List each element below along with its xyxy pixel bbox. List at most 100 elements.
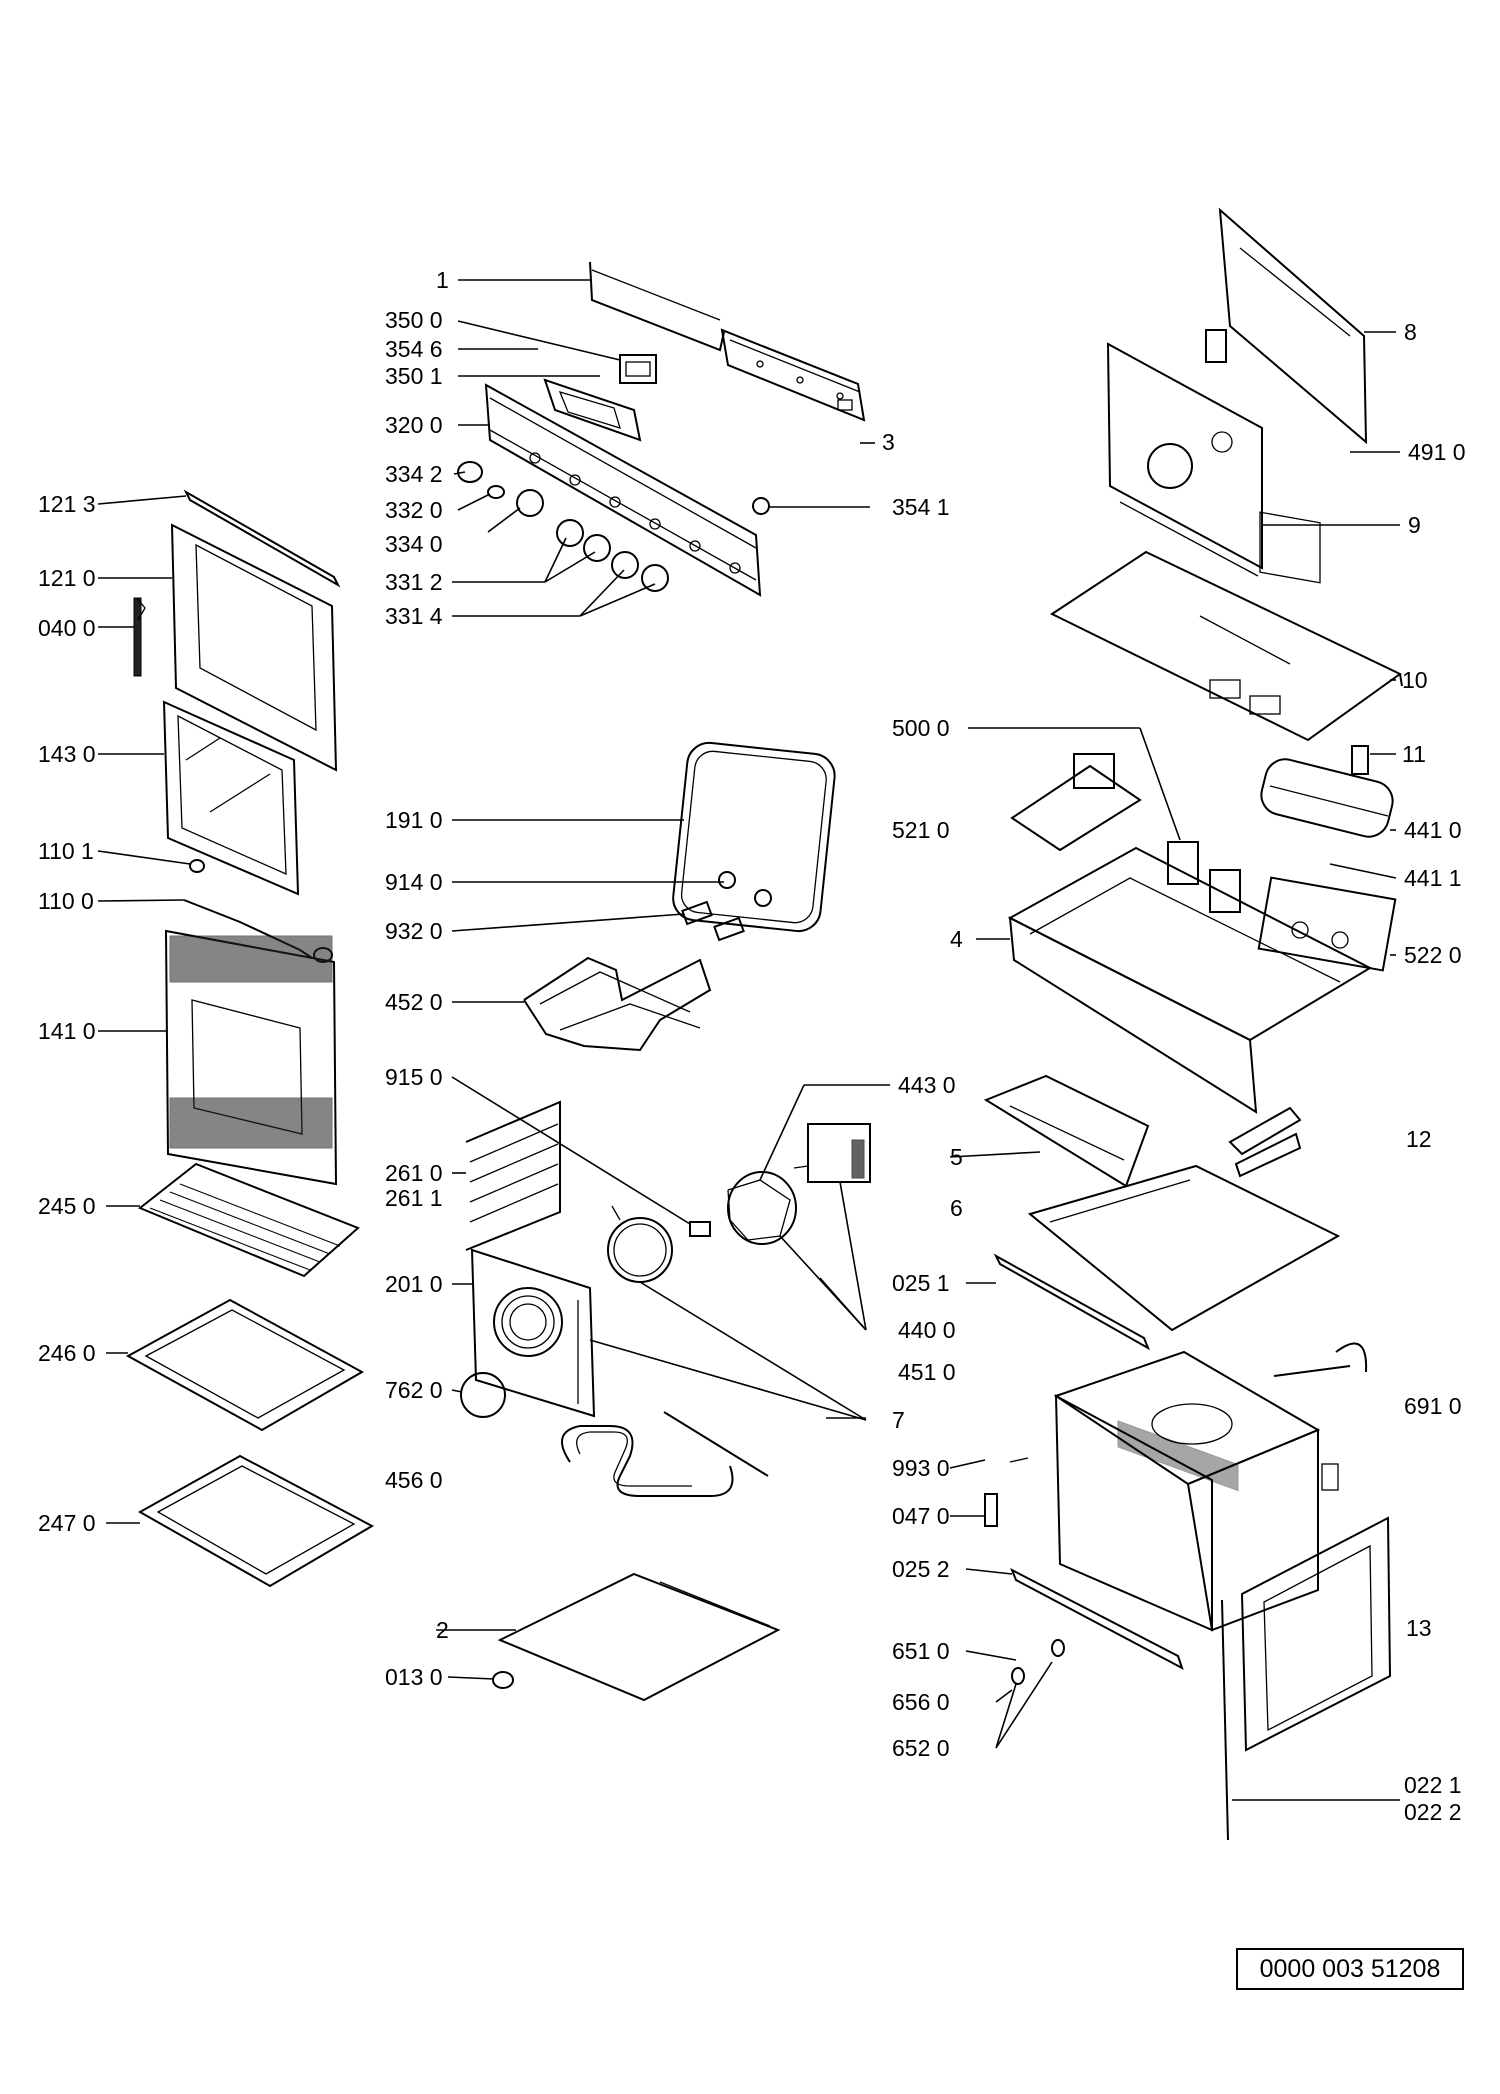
lamp-holder: [718, 871, 772, 907]
label-5210: 521 0: [892, 817, 950, 843]
label-1410: 141 0: [38, 1018, 96, 1044]
label-0252: 025 2: [892, 1556, 950, 1582]
label-6560: 656 0: [892, 1689, 950, 1715]
component-522: [1257, 876, 1397, 972]
label-4510: 451 0: [898, 1359, 956, 1385]
label-4410: 441 0: [1404, 817, 1462, 843]
control-panel: [484, 383, 762, 597]
label-4520: 452 0: [385, 989, 443, 1015]
label-8: 8: [1404, 319, 1417, 345]
label-10: 10: [1402, 667, 1428, 693]
label-11: 11: [1402, 741, 1426, 767]
ring-element: [607, 1205, 673, 1283]
terminal-block: [1167, 841, 1241, 913]
foot: [492, 1671, 514, 1689]
label-9140: 914 0: [385, 869, 443, 895]
label-4: 4: [950, 926, 963, 952]
label-2450: 245 0: [38, 1193, 96, 1219]
label-3541: 354 1: [892, 494, 950, 520]
label-5: 5: [950, 1144, 963, 1170]
label-3314: 331 4: [385, 603, 443, 629]
label-9930: 993 0: [892, 1455, 950, 1481]
side-rack: [465, 1100, 561, 1251]
label-2: 2: [436, 1617, 449, 1643]
label-1101: 110 1: [38, 838, 94, 864]
label-3312: 331 2: [385, 569, 443, 595]
cooling-fan: [1260, 745, 1394, 838]
label-1210: 121 0: [38, 565, 96, 591]
label-1100: 110 0: [38, 888, 94, 914]
label-7620: 762 0: [385, 1377, 443, 1403]
label-2010: 201 0: [385, 1271, 443, 1297]
inner-door-glass: [162, 700, 300, 896]
label-0221: 022 1: [1404, 1772, 1462, 1798]
control-panel-bracket: [589, 261, 725, 352]
label-5000: 500 0: [892, 715, 950, 741]
label-9320: 932 0: [385, 918, 443, 944]
grill-element-bracket: [523, 956, 712, 1052]
label-0130: 013 0: [385, 1664, 443, 1690]
label-9150: 915 0: [385, 1064, 443, 1090]
label-0470: 047 0: [892, 1503, 950, 1529]
label-0400: 040 0: [38, 615, 96, 641]
display-module: [543, 354, 657, 442]
side-panel-5: [983, 1074, 1150, 1188]
thermostat-probe: [1273, 1342, 1368, 1377]
label-2611: 261 1: [385, 1185, 443, 1211]
bottom-insulation-6: [1027, 1164, 1341, 1332]
label-2610: 261 0: [385, 1160, 443, 1186]
label-1: 1: [436, 267, 449, 293]
label-1910: 191 0: [385, 807, 443, 833]
oven-door-seal: [672, 741, 836, 933]
electronics-chassis: [1007, 846, 1373, 1492]
label-12: 12: [1406, 1126, 1432, 1152]
bottom-panel: [497, 1572, 781, 1702]
baking-tray: [125, 1298, 365, 1432]
label-4910: 491 0: [1408, 439, 1466, 465]
label-0222: 022 2: [1404, 1799, 1462, 1825]
lamp: [681, 900, 745, 942]
door-top-trim: [183, 489, 341, 588]
label-3: 3: [882, 429, 895, 455]
small-parts-651-656: [1011, 1639, 1065, 1685]
label-3500: 350 0: [385, 307, 443, 333]
top-panel-10: [1049, 550, 1403, 742]
label-4400: 440 0: [898, 1317, 956, 1343]
leader-lines: [97, 279, 1400, 1801]
label-6520: 652 0: [892, 1735, 950, 1761]
label-6910: 691 0: [1404, 1393, 1462, 1419]
label-6: 6: [950, 1195, 963, 1221]
label-4411: 441 1: [1404, 865, 1462, 891]
label-1213: 121 3: [38, 491, 96, 517]
rear-cover-8: [1218, 207, 1368, 584]
grill-element: [561, 1411, 769, 1497]
door-hinge: [133, 597, 146, 677]
label-2460: 246 0: [38, 1340, 96, 1366]
outer-door-frame: [170, 523, 338, 772]
label-4430: 443 0: [898, 1072, 956, 1098]
label-13: 13: [1406, 1615, 1432, 1641]
label-6510: 651 0: [892, 1638, 950, 1664]
label-3546: 354 6: [385, 336, 443, 362]
label-4560: 456 0: [385, 1467, 443, 1493]
label-7: 7: [892, 1407, 905, 1433]
front-frame-13: [1221, 1516, 1392, 1841]
door-outer-glass: [164, 929, 338, 1186]
label-1430: 143 0: [38, 741, 96, 767]
label-3200: 320 0: [385, 412, 443, 438]
oven-cavity: [1053, 1350, 1339, 1632]
label-3501: 350 1: [385, 363, 443, 389]
label-3342: 334 2: [385, 461, 443, 487]
rear-panel: [470, 1248, 596, 1418]
label-2470: 247 0: [38, 1510, 96, 1536]
control-knobs: [457, 461, 770, 592]
label-9: 9: [1408, 512, 1421, 538]
relay-board: [1010, 753, 1142, 852]
drip-tray: [137, 1454, 375, 1588]
bracket-12: [1228, 1106, 1302, 1178]
rail-025-1: [993, 1253, 1150, 1351]
document-id: 0000 003 51208: [1236, 1948, 1464, 1990]
rear-panel-strip: [720, 328, 866, 422]
rear-housing-9: [1106, 329, 1263, 577]
